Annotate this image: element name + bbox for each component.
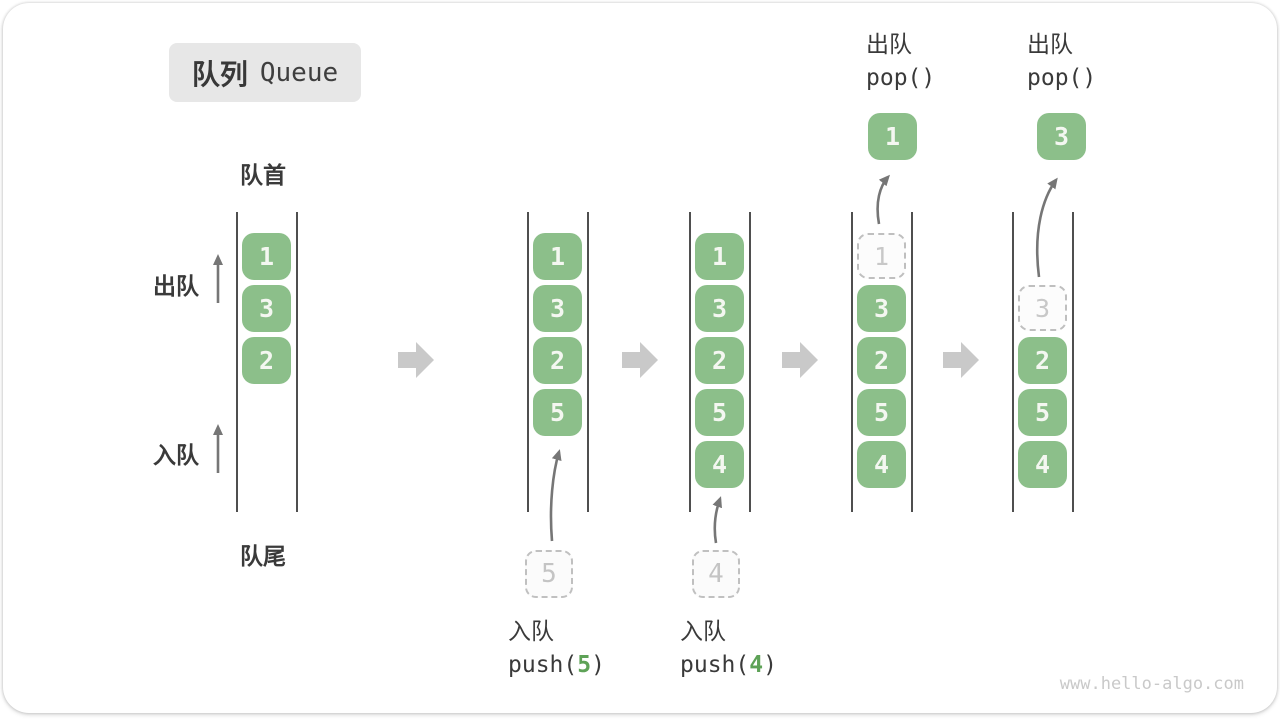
enqueue-op-zh: 入队 xyxy=(508,618,554,644)
enqueue-op-label: 入队 push(4) xyxy=(680,615,777,684)
ghost-item: 3 xyxy=(1018,285,1067,331)
dequeue-op-zh: 出队 xyxy=(1027,31,1073,57)
push-call: push(5) xyxy=(508,647,605,684)
queue-item: 3 xyxy=(695,285,744,332)
incoming-item: 4 xyxy=(692,550,740,598)
dequeue-op-label: 出队 pop() xyxy=(1027,28,1096,97)
queue-item: 3 xyxy=(242,285,291,332)
label-queue-front: 队首 xyxy=(240,162,286,188)
queue-item: 1 xyxy=(533,233,582,280)
queue-state-5: 3 2 5 4 3 出队 pop() xyxy=(1012,31,1096,512)
queue-item: 5 xyxy=(1018,389,1067,436)
queue-state-2: 1 3 2 5 5 入队 push(5) xyxy=(508,212,605,678)
label-queue-rear: 队尾 xyxy=(240,543,286,569)
watermark: www.hello-algo.com xyxy=(1059,674,1244,694)
dequeue-op-zh: 出队 xyxy=(866,31,912,57)
queue-item: 2 xyxy=(242,337,291,384)
queue-state-3: 1 3 2 5 4 4 入队 push(4) xyxy=(680,212,777,678)
queue-item: 5 xyxy=(533,389,582,436)
push-fn-close: ) xyxy=(763,652,777,678)
push-fn-open: push( xyxy=(508,652,578,678)
enqueue-op-label: 入队 push(5) xyxy=(508,615,605,684)
queue-state-1: 1 3 2 xyxy=(236,212,298,512)
push-fn-open: push( xyxy=(680,652,750,678)
enqueue-op-zh: 入队 xyxy=(680,618,726,644)
popped-item: 1 xyxy=(868,113,917,160)
queue-item: 3 xyxy=(533,285,582,332)
title-zh: 队列 xyxy=(191,58,248,90)
queue-item: 4 xyxy=(1018,441,1067,488)
popped-item: 3 xyxy=(1037,113,1086,160)
label-enqueue: 入队 xyxy=(153,442,199,468)
title-box: 队列 Queue xyxy=(169,43,361,102)
queue-item: 1 xyxy=(242,233,291,280)
queue-item: 4 xyxy=(857,441,906,488)
incoming-item: 5 xyxy=(525,550,573,598)
ghost-item: 1 xyxy=(857,233,906,279)
push-call: push(4) xyxy=(680,647,777,684)
queue-item: 5 xyxy=(857,389,906,436)
label-dequeue: 出队 xyxy=(153,273,199,299)
queue-item: 5 xyxy=(695,389,744,436)
pop-call: pop() xyxy=(866,65,936,91)
queue-state-4: 1 3 2 5 4 1 出队 pop() xyxy=(851,31,935,512)
queue-item: 4 xyxy=(695,441,744,488)
push-arg: 4 xyxy=(749,652,764,678)
push-arg: 5 xyxy=(577,652,592,678)
queue-item: 2 xyxy=(695,337,744,384)
pop-call: pop() xyxy=(1027,65,1097,91)
queue-item: 2 xyxy=(533,337,582,384)
dequeue-op-label: 出队 pop() xyxy=(866,28,935,97)
title-en: Queue xyxy=(259,57,339,88)
queue-item: 1 xyxy=(695,233,744,280)
push-fn-close: ) xyxy=(591,652,605,678)
figure-canvas xyxy=(3,3,1277,713)
queue-item: 2 xyxy=(1018,337,1067,384)
queue-item: 2 xyxy=(857,337,906,384)
queue-item: 3 xyxy=(857,285,906,332)
